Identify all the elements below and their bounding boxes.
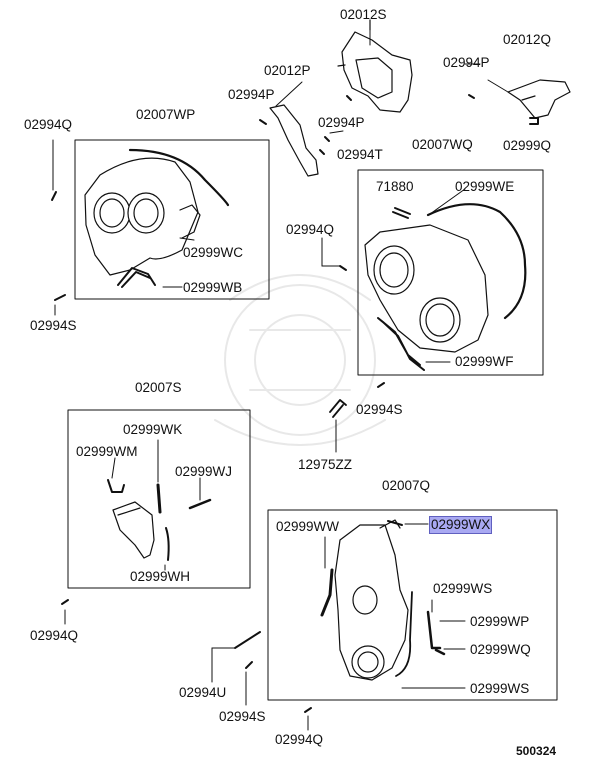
upper-cover-right: [364, 224, 489, 353]
label-02007s[interactable]: 02007S: [135, 380, 182, 395]
label-02994p-a[interactable]: 02994P: [443, 55, 490, 70]
label-02994t[interactable]: 02994T: [337, 147, 383, 162]
seal-02999wb: [117, 267, 156, 288]
bolt-02994s-left: [54, 294, 66, 316]
clip-12975zz: [329, 399, 347, 453]
label-02994p-c[interactable]: 02994P: [318, 115, 365, 130]
bolt-02994s-bottom: [245, 661, 253, 706]
figure-number: 500324: [516, 744, 557, 758]
label-02994u[interactable]: 02994U: [179, 685, 227, 700]
label-02999wm[interactable]: 02999WM: [76, 444, 138, 459]
label-02994s-c[interactable]: 02994S: [219, 709, 266, 724]
label-02999ws-a[interactable]: 02999WS: [433, 581, 493, 596]
bolt-02994q-bottom: [304, 707, 312, 731]
label-02999we[interactable]: 02999WE: [455, 179, 515, 194]
seal-02999wf: [377, 317, 425, 371]
seal-02999wp: [426, 610, 442, 650]
label-02007wq[interactable]: 02007WQ: [412, 137, 473, 152]
group-box-02007wq: [357, 169, 544, 376]
label-02994q-d[interactable]: 02994Q: [275, 732, 324, 747]
label-02999wk[interactable]: 02999WK: [123, 422, 183, 437]
seal-02999wc: [128, 148, 230, 207]
bolt-02994s-mid: [377, 382, 385, 388]
label-02012s[interactable]: 02012S: [340, 7, 387, 22]
label-02994p-b[interactable]: 02994P: [228, 87, 275, 102]
label-02994q-a[interactable]: 02994Q: [24, 117, 73, 132]
label-02007q[interactable]: 02007Q: [382, 478, 431, 493]
seal-02999ws: [395, 591, 413, 677]
label-02999wq[interactable]: 02999WQ: [470, 642, 531, 657]
label-02012p[interactable]: 02012P: [264, 63, 311, 78]
label-02999wj[interactable]: 02999WJ: [175, 464, 233, 479]
upper-cover-bracket-02012s: [337, 19, 413, 113]
timing-cover-small: [112, 501, 155, 559]
label-02007wp[interactable]: 02007WP: [136, 107, 196, 122]
label-02999wp[interactable]: 02999WP: [470, 614, 530, 629]
seal-02999wx: [387, 520, 403, 526]
seal-02999wk: [156, 483, 162, 514]
bolts-top: [259, 94, 475, 155]
label-02999q[interactable]: 02999Q: [503, 138, 552, 153]
seal-02999wq: [434, 648, 446, 656]
label-02999wx-highlighted[interactable]: 02999WX: [428, 516, 493, 534]
seal-02999wj: [188, 498, 212, 510]
group-box-02007s: [67, 409, 251, 589]
bolt-02994q-bottomleft: [61, 599, 69, 625]
group-box-02007q: [267, 509, 558, 701]
label-12975zz[interactable]: 12975ZZ: [298, 457, 353, 472]
label-02999wc[interactable]: 02999WC: [183, 245, 244, 260]
group-box-02007wp: [74, 139, 270, 300]
bolt-02994q-left: [51, 139, 57, 201]
label-02999wf[interactable]: 02999WF: [455, 354, 514, 369]
label-02994q-b[interactable]: 02994Q: [286, 222, 335, 237]
label-71880[interactable]: 71880: [376, 179, 414, 194]
seal-02999we: [426, 203, 527, 320]
seal-71880: [392, 207, 411, 219]
label-02999ws-b[interactable]: 02999WS: [470, 681, 530, 696]
label-02994s-a[interactable]: 02994S: [30, 318, 77, 333]
seal-02999wh: [165, 527, 170, 561]
label-02012q[interactable]: 02012Q: [503, 32, 552, 47]
label-02994s-b[interactable]: 02994S: [356, 402, 403, 417]
bracket-02012q: [487, 79, 571, 125]
bolt-02994u: [211, 631, 261, 683]
bolt-02994q-mid: [321, 237, 347, 271]
label-02999wb[interactable]: 02999WB: [183, 280, 243, 295]
watermark-emblem: [214, 274, 386, 446]
label-02994q-c[interactable]: 02994Q: [30, 628, 79, 643]
label-02999wh[interactable]: 02999WH: [130, 569, 191, 584]
label-02999ww[interactable]: 02999WW: [276, 519, 340, 534]
seal-02999wm: [107, 479, 125, 493]
seal-02999ww: [320, 568, 334, 617]
upper-cover-left: [84, 157, 201, 276]
timing-cover-lower: [334, 519, 409, 681]
bracket-02012p: [269, 81, 319, 177]
